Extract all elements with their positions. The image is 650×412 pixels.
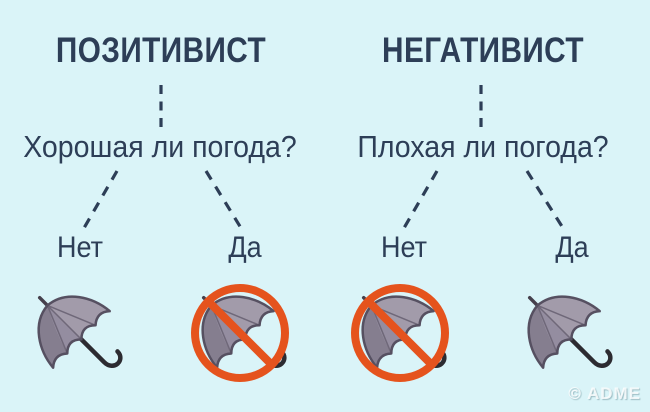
connector-question-yes-left — [204, 170, 243, 229]
prohibition-sign — [351, 284, 449, 382]
umbrella-icon — [510, 276, 630, 396]
question-positivist: Хорошая ли погода? — [23, 129, 297, 164]
no-umbrella-icon — [344, 276, 464, 396]
answer-yes-negativist: Да — [555, 231, 589, 264]
question-negativist: Плохая ли погода? — [357, 129, 609, 164]
column-title-negativist: НЕГАТИВИСТ — [382, 31, 584, 70]
connector-question-no-right — [402, 170, 439, 229]
watermark: © ADME — [568, 384, 641, 403]
connector-question-yes-right — [525, 170, 565, 229]
column-title-positivist: ПОЗИТИВИСТ — [55, 31, 267, 70]
umbrella-icon — [20, 276, 140, 396]
connector-question-no-left — [82, 170, 119, 229]
answer-no-positivist: Нет — [57, 231, 103, 264]
answer-no-negativist: Нет — [381, 231, 427, 264]
answer-yes-positivist: Да — [228, 231, 262, 264]
no-umbrella-icon — [184, 276, 304, 396]
prohibition-sign — [191, 284, 289, 382]
